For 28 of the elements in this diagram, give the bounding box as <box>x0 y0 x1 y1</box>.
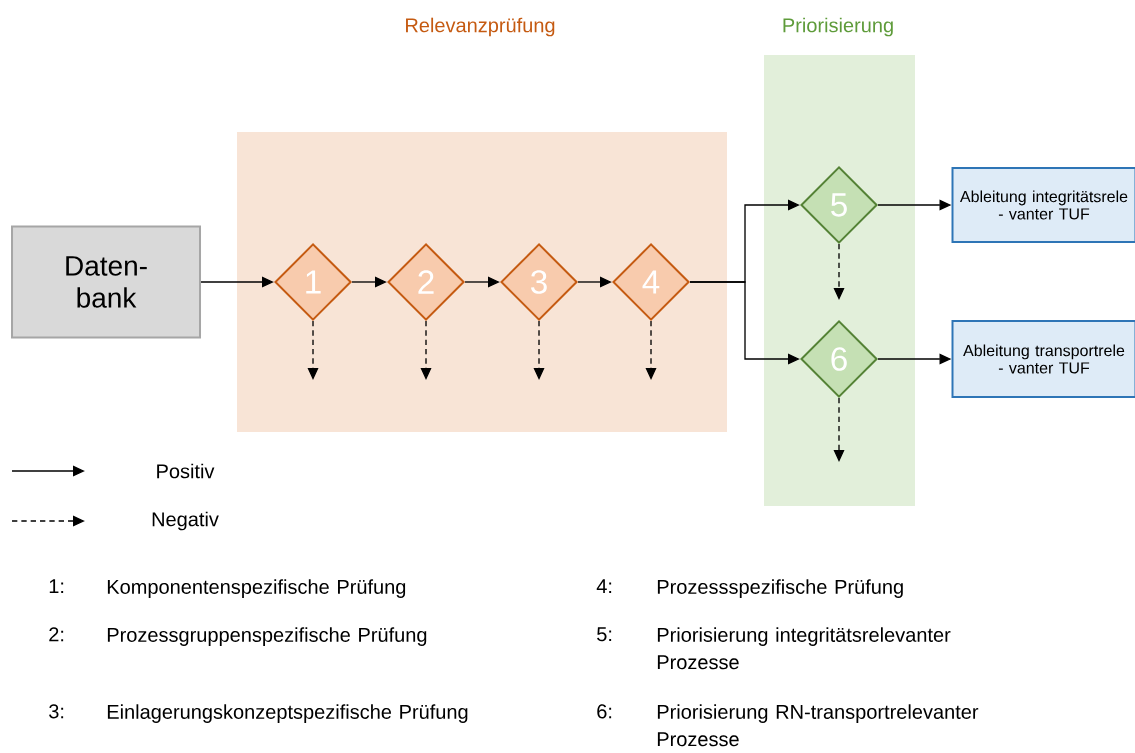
stage-band <box>764 55 915 506</box>
legend-description: Komponentenspezifische Prüfung <box>107 579 406 598</box>
result-box: Ableitung transportrele - vanter TUF <box>951 320 1135 398</box>
legend-description: Priorisierung integritätsrelevanter Prozesse <box>657 627 951 670</box>
legend-number: 4: <box>596 579 612 593</box>
arrow <box>577 276 612 288</box>
legend-number: 3: <box>49 704 64 719</box>
legend-description: Priorisierung RN-transportrelevanter Prozesse <box>657 704 979 747</box>
arrow <box>833 397 845 462</box>
result-box: Ableitung integritätsrele - vanter TUF <box>951 167 1135 243</box>
database-box: Daten- bank <box>11 225 201 339</box>
arrow <box>464 276 500 288</box>
legend-number: 1: <box>49 579 64 593</box>
arrow <box>351 276 387 288</box>
legend-label: Negativ <box>152 511 219 531</box>
legend-label: Positiv <box>157 463 215 479</box>
legend-number: 2: <box>49 627 64 642</box>
legend-number: 5: <box>597 627 612 642</box>
stage-heading: Relevanzprüfung <box>406 17 555 37</box>
legend-description: Prozessspezifische Prüfung <box>657 579 903 598</box>
legend-description: Prozessgruppenspezifische Prüfung <box>107 627 427 646</box>
legend-description: Einlagerungskonzeptspezifische Prüfung <box>107 704 468 723</box>
stage-band <box>237 132 727 432</box>
arrow <box>200 276 274 288</box>
stage-heading: Priorisierung <box>783 17 893 37</box>
arrow <box>833 243 845 300</box>
arrow <box>689 281 800 365</box>
legend-number: 6: <box>597 704 612 719</box>
